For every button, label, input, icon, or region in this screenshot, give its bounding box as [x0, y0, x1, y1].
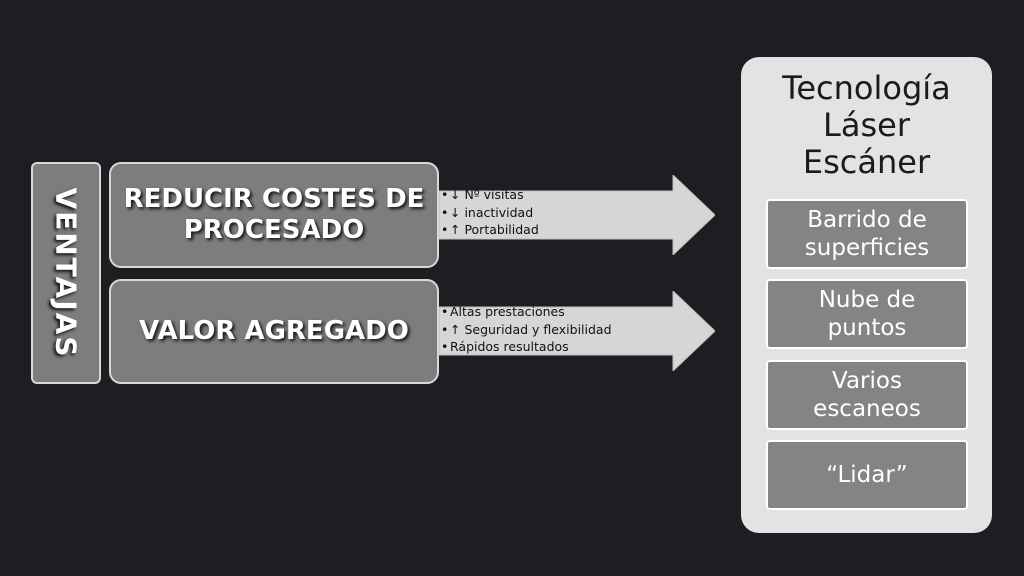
panel-title: Tecnología Láser Escáner	[741, 70, 992, 181]
panel-title-line: Tecnología	[782, 69, 951, 107]
arrow-shape-1	[439, 175, 715, 255]
reducir-costes-box: REDUCIR COSTES DE PROCESADO	[109, 162, 439, 268]
bullet-text: Rápidos resultados	[450, 339, 569, 354]
bullet-item: •↓ inactividad	[441, 204, 534, 220]
panel-title-line: Escáner	[802, 143, 931, 181]
card-line: escaneos	[813, 396, 921, 422]
bullet-text: ↓ inactividad	[450, 204, 534, 220]
card-line: Nube de	[818, 287, 916, 313]
bullet-text: Altas prestaciones	[450, 304, 565, 319]
valor-agregado-label: VALOR AGREGADO	[139, 316, 409, 346]
panel-title-line: Láser	[823, 106, 910, 144]
ventajas-label: VENTAJAS	[49, 187, 83, 359]
bullet-item: •Rápidos resultados	[441, 339, 569, 354]
card-line: Barrido de	[807, 207, 927, 233]
card-line: Varios	[832, 368, 902, 394]
card-line: “Lidar”	[826, 462, 908, 488]
reducir-costes-label: REDUCIR COSTES DE PROCESADO	[123, 184, 425, 245]
card-line: superficies	[804, 235, 930, 261]
arrow-shape-2	[439, 291, 715, 371]
card-lidar: “Lidar”	[766, 440, 968, 510]
bullet-item: •↓ Nº visitas	[441, 187, 524, 202]
tecnologia-panel: Tecnología Láser Escáner Barrido de supe…	[741, 57, 992, 533]
bullet-text: ↑ Portabilidad	[450, 222, 539, 237]
ventajas-box: VENTAJAS	[31, 162, 101, 384]
bullet-item: •↑ Portabilidad	[441, 222, 539, 237]
card-varios: Varios escaneos	[766, 360, 968, 430]
bullet-item: •↑ Seguridad y flexibilidad	[441, 321, 612, 337]
card-line: puntos	[827, 315, 907, 341]
card-nube: Nube de puntos	[766, 279, 968, 349]
valor-agregado-box: VALOR AGREGADO	[109, 279, 439, 384]
bullet-text: ↓ Nº visitas	[450, 187, 524, 202]
bullet-text: ↑ Seguridad y flexibilidad	[450, 321, 612, 337]
bullet-item: •Altas prestaciones	[441, 304, 565, 319]
bullet-list-2: •Altas prestaciones •↑ Seguridad y flexi…	[441, 303, 612, 356]
card-barrido: Barrido de superficies	[766, 199, 968, 269]
bullet-list-1: •↓ Nº visitas •↓ inactividad •↑ Portabil…	[441, 186, 539, 239]
